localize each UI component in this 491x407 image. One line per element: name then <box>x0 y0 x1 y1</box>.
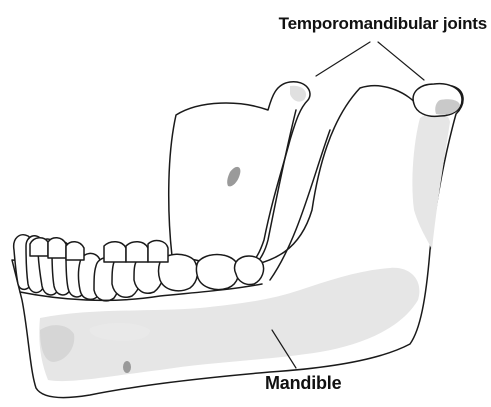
tooth <box>104 242 126 262</box>
mental-foramen <box>123 361 131 373</box>
tooth <box>66 242 84 260</box>
leader-line-back-joint <box>378 42 424 80</box>
tooth <box>30 238 48 256</box>
tooth <box>48 238 66 258</box>
tooth <box>148 241 168 262</box>
mandible-label: Mandible <box>265 373 341 394</box>
tooth <box>235 256 264 285</box>
tooth <box>197 255 239 290</box>
tooth <box>126 242 148 262</box>
temporomandibular-joints-label: Temporomandibular joints <box>279 14 487 34</box>
leader-line-front-joint <box>316 42 370 76</box>
